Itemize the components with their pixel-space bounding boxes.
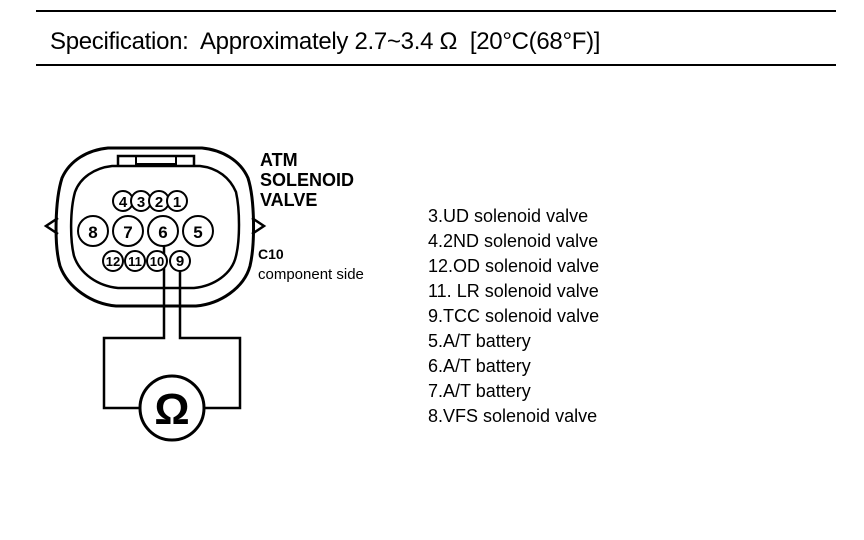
pin-group: 4 3 2 1 8 7 6 5 12 11 10 9	[77, 190, 214, 272]
pin-11	[124, 250, 146, 272]
legend-item: 9.TCC solenoid valve	[428, 306, 600, 326]
connector-housing-outer	[54, 146, 255, 308]
pin-8	[77, 215, 109, 247]
legend-item: 12.OD solenoid valve	[428, 256, 600, 276]
connector-housing-inner	[69, 164, 241, 290]
pin-label: 1	[173, 194, 181, 211]
pin-label: 10	[150, 254, 164, 269]
connector-side: component side	[258, 266, 364, 283]
pin-10	[146, 250, 168, 272]
spec-underline	[36, 64, 836, 66]
pin-label: 6	[158, 223, 167, 242]
connector-id: C10	[258, 246, 284, 262]
legend-item: 5.A/T battery	[428, 331, 531, 351]
legend-item: 8.VFS solenoid valve	[428, 406, 598, 426]
pin-5	[182, 215, 214, 247]
component-title: ATM SOLENOID VALVE	[260, 150, 354, 210]
pin-label: 2	[155, 194, 163, 211]
pin-label: 5	[193, 223, 202, 242]
pin-label: 4	[119, 194, 128, 211]
connector-latch	[116, 154, 196, 166]
pin-label: 11	[128, 254, 142, 269]
pin-legend: 3.UD solenoid valve 4.2ND solenoid valve…	[428, 204, 599, 429]
pin-7	[112, 215, 144, 247]
pin-label: 3	[137, 194, 145, 211]
pin-6	[147, 215, 179, 247]
component-title-line: VALVE	[260, 190, 318, 210]
connector-latch-notch	[135, 156, 177, 165]
pin-1	[166, 190, 188, 212]
probe-lead-right	[178, 262, 242, 410]
pin-9	[169, 250, 191, 272]
legend-item: 11. LR solenoid valve	[428, 281, 599, 301]
top-rule	[36, 10, 836, 12]
pin-12	[102, 250, 124, 272]
legend-item: 3.UD solenoid valve	[428, 206, 589, 226]
legend-item: 6.A/T battery	[428, 356, 531, 376]
component-title-line: SOLENOID	[260, 170, 355, 190]
component-title-line: ATM	[260, 150, 298, 170]
specification-text: Specification: Approximately 2.7~3.4 Ω […	[50, 28, 601, 55]
ohm-symbol: Ω	[154, 385, 189, 434]
legend-item: 4.2ND solenoid valve	[428, 231, 599, 251]
connector-ear-right	[251, 216, 267, 236]
legend-item: 7.A/T battery	[428, 381, 531, 401]
pin-label: 7	[123, 223, 132, 242]
ohm-meter	[138, 374, 206, 442]
pin-label: 12	[106, 254, 120, 269]
connector-ear-left	[43, 216, 59, 236]
probe-lead-left	[102, 244, 166, 410]
pin-label: 8	[88, 223, 97, 242]
pin-label: 9	[176, 253, 184, 270]
